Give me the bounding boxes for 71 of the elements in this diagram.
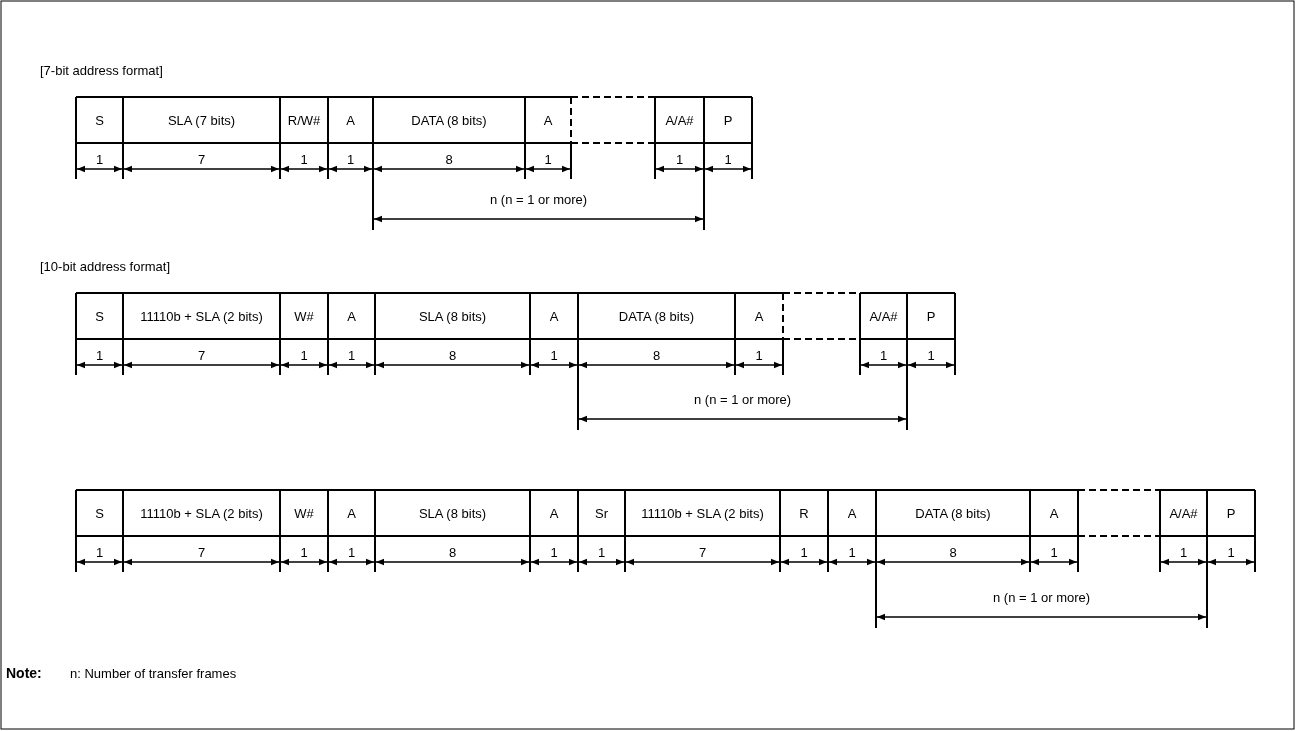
bit-count: 1 <box>1180 545 1188 560</box>
format-heading: [7-bit address format] <box>40 63 163 78</box>
bit-count: 1 <box>96 152 104 167</box>
field-name: DATA (8 bits) <box>618 308 695 324</box>
field-name: SLA (8 bits) <box>418 505 487 521</box>
field-name: A/A# <box>665 112 694 128</box>
format-heading: [10-bit address format] <box>40 259 171 274</box>
bit-count: 1 <box>96 545 104 560</box>
field-name: A/A# <box>1169 505 1198 521</box>
bit-count: 1 <box>96 348 104 363</box>
field-name: A <box>549 308 559 324</box>
field-name: R/W# <box>287 112 321 128</box>
field-name: SLA (8 bits) <box>418 308 487 324</box>
bit-count: 1 <box>300 348 308 363</box>
bit-count: 8 <box>449 348 457 363</box>
bit-count: 1 <box>347 152 355 167</box>
field-name: A <box>1049 505 1059 521</box>
bit-count: 7 <box>198 348 206 363</box>
bit-count: 1 <box>550 348 558 363</box>
bit-count: 8 <box>445 152 453 167</box>
field-name: A <box>347 505 356 521</box>
frame-count: n (n = 1 or more) <box>694 392 792 407</box>
field-name: DATA (8 bits) <box>915 505 991 521</box>
bit-count: 1 <box>544 152 552 167</box>
bit-count: 1 <box>1227 545 1235 560</box>
field-name: 11110b + SLA (2 bits) <box>641 505 764 521</box>
field-name: Sr <box>595 505 608 521</box>
field-name: A <box>847 505 857 521</box>
field-name: SLA (7 bits) <box>167 112 236 128</box>
bit-count: 1 <box>927 348 935 363</box>
field-name: P <box>1226 505 1236 521</box>
bit-count: 1 <box>1050 545 1058 560</box>
frame-count: n (n = 1 or more) <box>490 192 588 207</box>
bit-count: 7 <box>198 152 206 167</box>
bit-count: 1 <box>300 152 308 167</box>
field-name: W# <box>294 308 314 324</box>
field-name: A <box>346 112 355 128</box>
bit-count: 7 <box>699 545 707 560</box>
bit-count: 1 <box>880 348 888 363</box>
field-name: A <box>549 505 559 521</box>
field-name: P <box>926 308 936 324</box>
field-name: W# <box>294 505 314 521</box>
field-name: S <box>95 112 104 128</box>
bit-count: 7 <box>198 545 206 560</box>
bit-count: 1 <box>755 348 763 363</box>
bit-count: 1 <box>676 152 684 167</box>
field-name: A <box>543 112 553 128</box>
bit-count: 1 <box>348 348 356 363</box>
bit-count: 8 <box>949 545 957 560</box>
field-name: R <box>799 505 809 521</box>
field-name: 11110b + SLA (2 bits) <box>140 505 263 521</box>
field-name: P <box>723 112 733 128</box>
note-heading: Note: <box>6 666 42 681</box>
field-name: S <box>95 308 104 324</box>
bit-count: 1 <box>598 545 606 560</box>
field-name: A <box>347 308 356 324</box>
bit-count: 8 <box>449 545 457 560</box>
bit-count: 1 <box>550 545 558 560</box>
bit-count: 1 <box>800 545 808 560</box>
bit-count: 1 <box>348 545 356 560</box>
field-name: S <box>95 505 104 521</box>
field-name: A <box>754 308 764 324</box>
bit-count: 1 <box>300 545 308 560</box>
frame-count: n (n = 1 or more) <box>993 590 1091 605</box>
note-text: n: Number of transfer frames <box>70 666 237 681</box>
bit-count: 8 <box>653 348 661 363</box>
field-name: DATA (8 bits) <box>411 112 487 128</box>
bit-count: 1 <box>724 152 732 167</box>
bit-count: 1 <box>848 545 856 560</box>
field-name: 11110b + SLA (2 bits) <box>140 308 263 324</box>
field-name: A/A# <box>869 308 898 324</box>
